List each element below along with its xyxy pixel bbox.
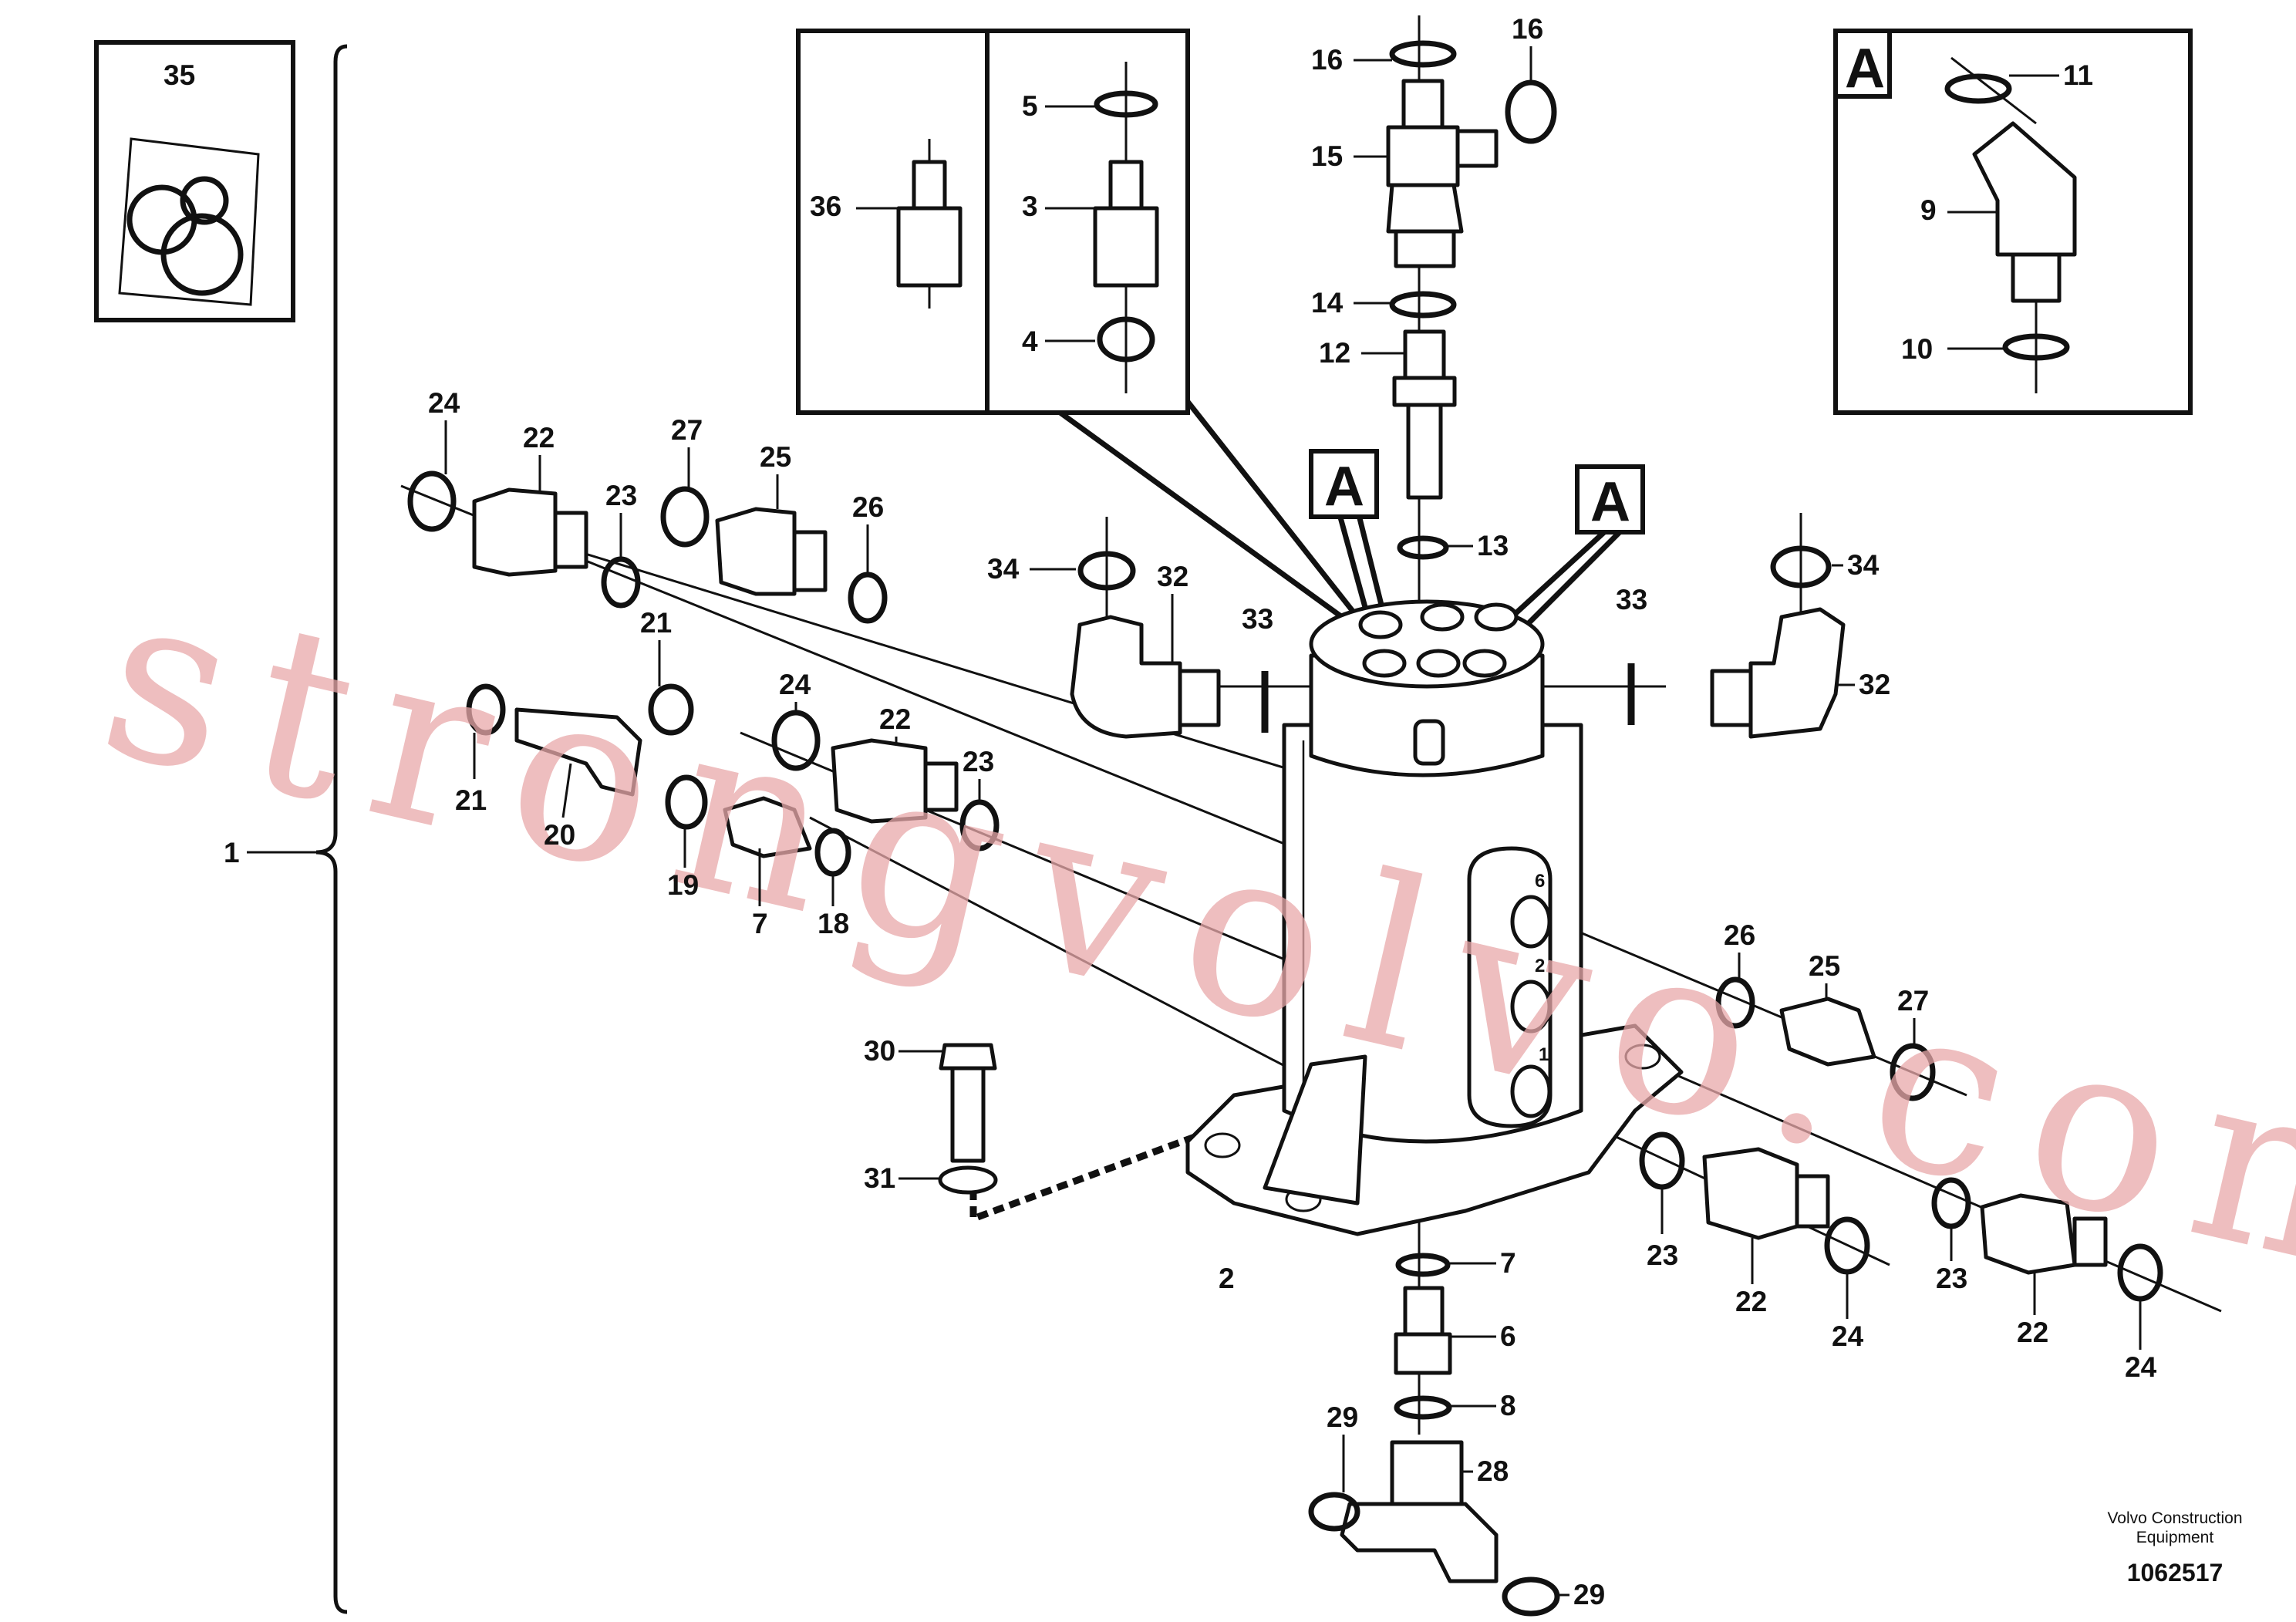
callout-22-right-b: 22 — [2017, 1317, 2048, 1348]
callout-23-right-a: 23 — [1647, 1239, 1678, 1271]
callout-27-top: 27 — [671, 414, 703, 446]
callout-12: 12 — [1319, 337, 1350, 369]
callout-19: 19 — [667, 869, 699, 901]
callout-24-top: 24 — [428, 387, 460, 419]
kit-box-35 — [94, 40, 295, 322]
callout-7-left: 7 — [752, 908, 768, 939]
callout-35: 35 — [164, 59, 195, 91]
callout-23-right-b: 23 — [1936, 1263, 1967, 1294]
callout-21-bottom: 21 — [455, 784, 487, 816]
callout-31: 31 — [864, 1162, 895, 1194]
callout-33-left: 33 — [1242, 603, 1273, 635]
callout-28: 28 — [1477, 1455, 1509, 1487]
document-number: 1062517 — [2127, 1559, 2224, 1587]
callout-27-right: 27 — [1897, 985, 1929, 1017]
callout-8: 8 — [1500, 1390, 1516, 1421]
callout-2: 2 — [1219, 1263, 1235, 1294]
callout-20: 20 — [544, 819, 575, 851]
callout-25-top: 25 — [760, 441, 791, 473]
callout-24-right-b: 24 — [2125, 1351, 2157, 1383]
detail-marker-a-left — [1309, 449, 1379, 519]
detail-box-A — [1833, 29, 2193, 415]
callout-32-right: 32 — [1859, 669, 1890, 700]
callout-29-right: 29 — [1573, 1579, 1605, 1610]
port-number-1: 1 — [1539, 1044, 1549, 1065]
detail-letter-a-box: A — [1845, 38, 1885, 99]
callout-4: 4 — [1022, 325, 1038, 357]
port-number-6: 6 — [1535, 871, 1545, 892]
callout-30: 30 — [864, 1035, 895, 1067]
callout-34-left: 34 — [987, 553, 1020, 585]
left-upper-fittings — [407, 470, 1269, 739]
bottom-fittings — [1308, 1253, 1560, 1617]
callout-26-right: 26 — [1724, 919, 1755, 951]
callout-11: 11 — [2063, 59, 2093, 91]
callout-32-left: 32 — [1157, 561, 1188, 592]
callout-22-right-a: 22 — [1735, 1286, 1767, 1317]
detail-letter-a-left: A — [1324, 456, 1364, 518]
callout-22-middle: 22 — [879, 703, 911, 735]
top-column-fittings — [1386, 40, 1557, 560]
port-number-2: 2 — [1535, 956, 1545, 976]
callout-13: 13 — [1477, 530, 1509, 561]
callout-24-middle: 24 — [779, 669, 811, 700]
callout-14: 14 — [1311, 287, 1344, 319]
callout-23-middle: 23 — [963, 746, 994, 777]
left-middle-fittings — [466, 683, 1000, 877]
callout-34-right: 34 — [1847, 549, 1880, 581]
bolt-and-washer — [938, 1043, 998, 1195]
callout-6: 6 — [1500, 1320, 1516, 1352]
watermark-text: strongvolvo.com — [82, 538, 2296, 1339]
callout-36: 36 — [810, 191, 841, 222]
callout-25-right: 25 — [1809, 950, 1840, 982]
callout-15: 15 — [1311, 140, 1343, 172]
callout-23-top: 23 — [605, 480, 637, 511]
callout-16-left: 16 — [1311, 44, 1343, 76]
swivel-body: 6 2 1 — [1185, 599, 1684, 1236]
detail-box-adapters — [796, 29, 1190, 415]
callout-22-top: 22 — [523, 422, 555, 454]
callout-10: 10 — [1901, 333, 1933, 365]
callout-1: 1 — [224, 837, 240, 868]
callout-9: 9 — [1920, 194, 1937, 226]
callout-26-top: 26 — [852, 491, 884, 523]
callout-5: 5 — [1022, 90, 1038, 122]
callout-33-right: 33 — [1616, 584, 1647, 615]
right-fittings — [1627, 513, 2163, 1302]
detail-letter-a-right: A — [1590, 471, 1630, 533]
callout-labels: 35 1 2 36 5 3 4 16 16 15 14 12 13 11 9 1… — [164, 13, 2157, 1610]
publisher-line-1: Volvo Construction — [2107, 1509, 2242, 1527]
callout-21-top: 21 — [640, 607, 672, 639]
callout-16-right: 16 — [1512, 13, 1543, 45]
detail-marker-a-right — [1575, 464, 1645, 534]
callout-29-left: 29 — [1327, 1401, 1358, 1433]
publisher-line-2: Equipment — [2136, 1529, 2214, 1546]
callout-3: 3 — [1022, 191, 1038, 222]
callout-18: 18 — [818, 908, 849, 939]
callout-24-right-a: 24 — [1832, 1320, 1864, 1352]
callout-7-bottom: 7 — [1500, 1247, 1516, 1279]
